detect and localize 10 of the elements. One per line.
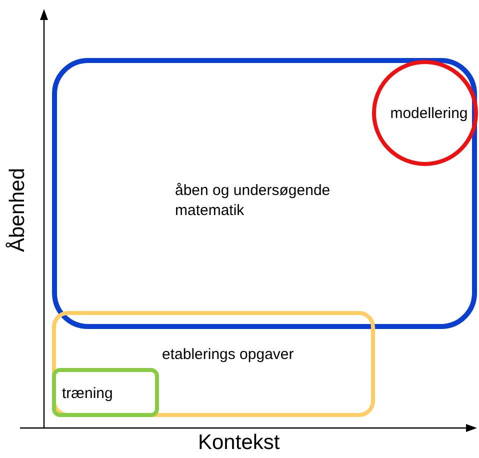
region-label: modellering [389, 104, 469, 124]
region-circle [372, 60, 478, 166]
region-box [52, 58, 477, 329]
region-box [52, 368, 159, 417]
region-box [52, 311, 375, 417]
axis-label: Kontekst [198, 431, 280, 455]
region-label: træning [62, 384, 114, 404]
region-label: åben og undersøgende matematik [175, 181, 332, 222]
axis-label: Åbenhed [6, 168, 30, 252]
region-label: etablerings opgaver [162, 345, 295, 365]
